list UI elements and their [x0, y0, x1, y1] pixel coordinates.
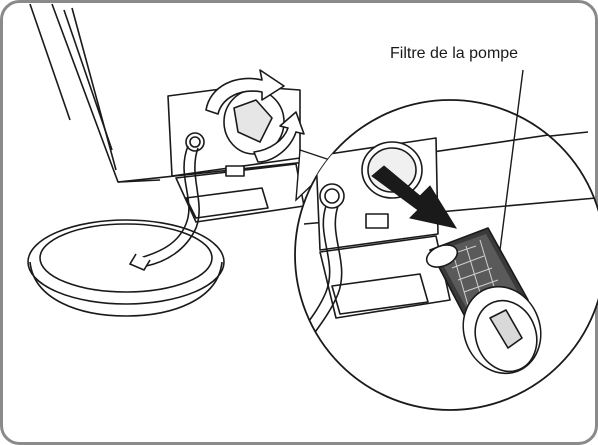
hose-port: [186, 133, 204, 151]
pump-filter-label: Filtre de la pompe: [388, 45, 520, 63]
hose-port-zoomed: [320, 184, 344, 208]
